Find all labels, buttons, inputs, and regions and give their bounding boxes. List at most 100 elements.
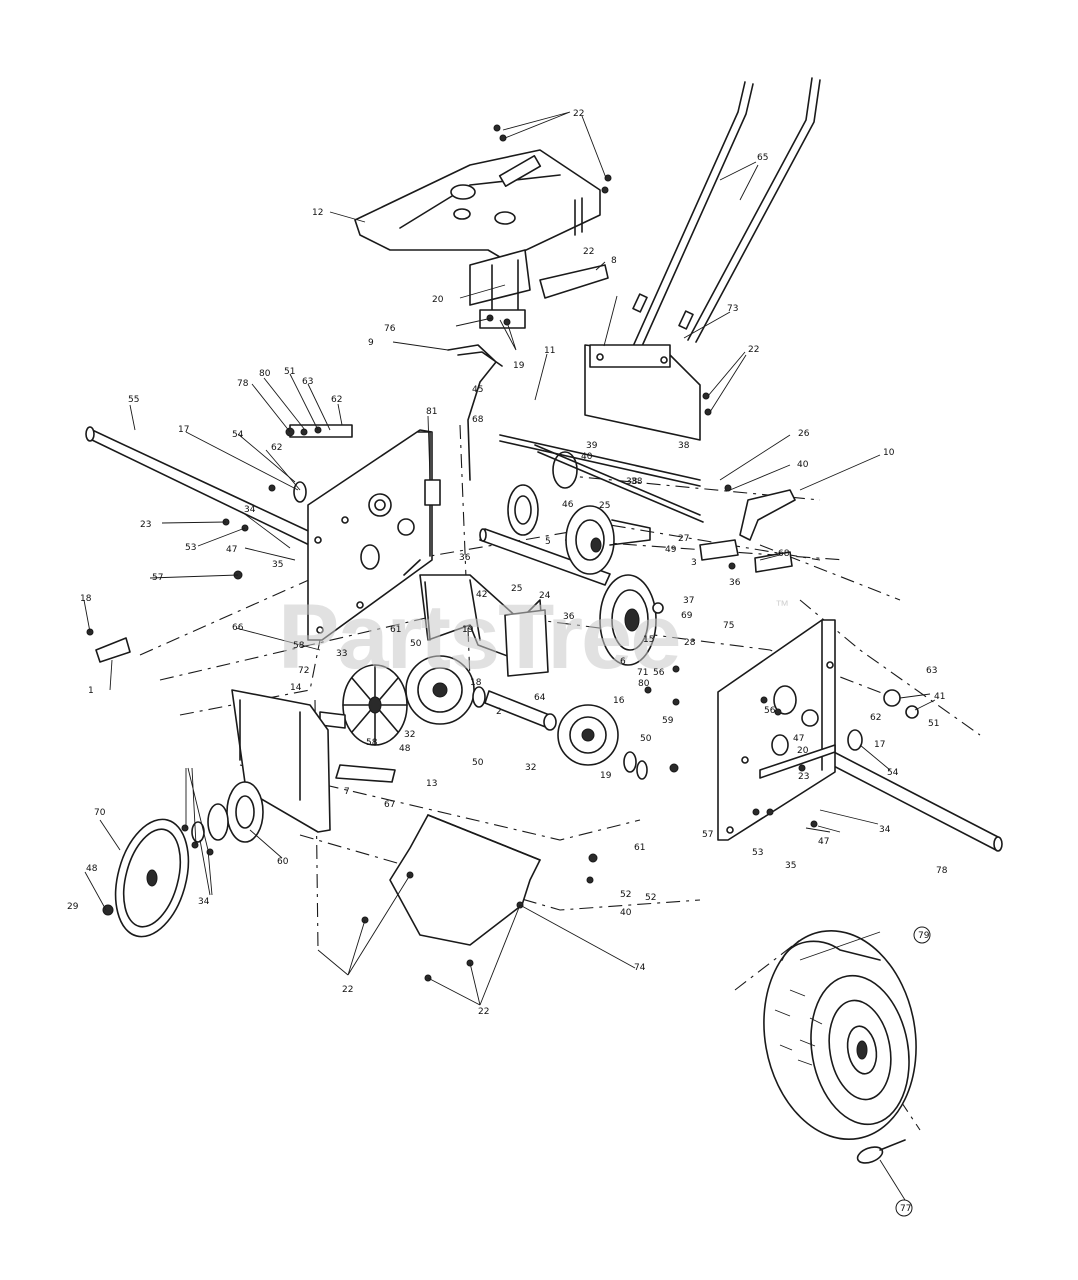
callout-50: 50 — [410, 639, 422, 649]
callout-55: 55 — [128, 395, 139, 405]
callout-circle-77 — [895, 1199, 913, 1217]
callout-42: 42 — [476, 590, 487, 600]
callout-74: 74 — [634, 963, 646, 973]
callout-circle-79 — [913, 926, 931, 944]
callout-11: 11 — [544, 346, 555, 356]
callout-34: 34 — [879, 825, 891, 835]
callout-64: 64 — [534, 693, 546, 703]
callout-14: 14 — [290, 683, 302, 693]
callout-39: 39 — [586, 441, 598, 451]
callout-60: 60 — [277, 857, 289, 867]
callout-78: 78 — [237, 379, 249, 389]
callout-24: 24 — [539, 591, 551, 601]
callout-7: 7 — [344, 787, 350, 797]
callout-48: 48 — [86, 864, 98, 874]
callout-35: 35 — [272, 560, 283, 570]
callout-22: 22 — [478, 1007, 489, 1017]
callout-47: 47 — [226, 545, 237, 555]
callout-28: 28 — [684, 638, 696, 648]
callout-15: 15 — [643, 635, 654, 645]
callout-2: 2 — [496, 707, 502, 717]
callout-22: 22 — [342, 985, 353, 995]
callout-62: 62 — [870, 713, 881, 723]
gear-cluster-upper — [507, 451, 651, 575]
shaft-upper — [479, 528, 611, 586]
callout-33: 33 — [336, 649, 347, 659]
handlebar-assembly — [625, 77, 821, 365]
callout-32: 32 — [525, 763, 536, 773]
callout-61: 61 — [390, 625, 401, 635]
callout-69: 69 — [681, 611, 693, 621]
leader-lines — [83, 111, 936, 1201]
callout-25: 25 — [511, 584, 522, 594]
callout-5: 5 — [545, 537, 551, 547]
right-bracket — [699, 489, 796, 573]
callout-29: 29 — [67, 902, 79, 912]
callout-61: 61 — [634, 843, 645, 853]
callout-62: 62 — [271, 443, 282, 453]
callout-40: 40 — [581, 452, 593, 462]
callout-47: 47 — [818, 837, 829, 847]
watermark-text: PartsTree — [278, 586, 679, 688]
callout-57: 57 — [702, 830, 713, 840]
callout-36: 36 — [729, 578, 741, 588]
callout-19: 19 — [600, 771, 612, 781]
shaft-lower — [484, 690, 557, 731]
callout-50: 50 — [640, 734, 652, 744]
sprocket-small — [557, 704, 619, 766]
callout-53: 53 — [752, 848, 763, 858]
callout-22: 22 — [748, 345, 759, 355]
callout-23: 23 — [140, 520, 151, 530]
callout-38: 38 — [626, 477, 638, 487]
watermark: PartsTree ™ — [278, 586, 789, 688]
callout-56: 56 — [653, 668, 665, 678]
shift-rod — [447, 344, 503, 481]
callout-81: 81 — [426, 407, 437, 417]
callout-45: 45 — [472, 385, 483, 395]
callout-72: 72 — [298, 666, 309, 676]
connecting-rods — [499, 434, 704, 523]
callout-78: 78 — [936, 866, 948, 876]
callout-1: 1 — [88, 686, 94, 696]
callout-58: 58 — [293, 641, 305, 651]
callout-20: 20 — [797, 746, 809, 756]
callout-49: 49 — [665, 545, 677, 555]
support-bracket — [469, 249, 609, 329]
friction-drive-disc — [599, 574, 664, 666]
callout-48: 48 — [399, 744, 411, 754]
tire-valve-clip — [856, 1139, 906, 1164]
cover-plate — [584, 344, 701, 441]
callout-25: 25 — [599, 501, 610, 511]
callout-36: 36 — [563, 612, 575, 622]
callout-26: 26 — [798, 429, 810, 439]
callout-3: 3 — [691, 558, 697, 568]
callout-35: 35 — [785, 861, 796, 871]
callout-68: 68 — [472, 415, 484, 425]
callout-57: 57 — [152, 573, 163, 583]
callout-34: 34 — [198, 897, 210, 907]
watermark-trademark: ™ — [775, 597, 789, 613]
center-frame — [419, 574, 549, 677]
callout-80: 80 — [259, 369, 271, 379]
control-panel — [354, 149, 601, 261]
left-wheel — [114, 818, 190, 938]
callout-6: 6 — [620, 657, 626, 667]
left-side-plate — [307, 429, 441, 641]
callout-75: 75 — [723, 621, 734, 631]
bottom-cover — [361, 814, 541, 982]
callout-36: 36 — [459, 553, 471, 563]
callout-63: 63 — [926, 666, 937, 676]
callout-18: 18 — [80, 594, 92, 604]
callout-17: 17 — [874, 740, 885, 750]
pneumatic-tire — [763, 929, 917, 1141]
callout-73: 73 — [727, 304, 738, 314]
callout-77: 77 — [900, 1204, 911, 1214]
callout-19: 19 — [462, 625, 474, 635]
right-bushing — [847, 689, 919, 751]
callout-54: 54 — [887, 768, 899, 778]
callout-71: 71 — [637, 668, 648, 678]
callout-46: 46 — [562, 500, 574, 510]
callout-41: 41 — [934, 692, 945, 702]
